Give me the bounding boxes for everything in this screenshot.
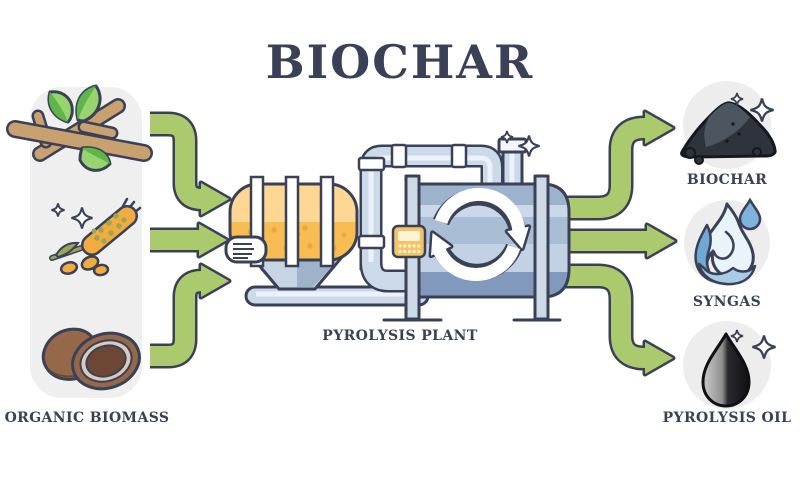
wheat-spots: [91, 213, 127, 244]
feedstock-hopper: [224, 175, 359, 268]
leaf-icon: [75, 84, 102, 123]
leaf-icon: [78, 146, 112, 172]
syngas-flame-icon: [694, 197, 762, 286]
label-biochar: BIOCHAR: [687, 172, 767, 188]
page-title: BIOCHAR: [266, 35, 534, 89]
pipework: [357, 137, 528, 293]
hopper-strap: [319, 175, 335, 268]
label-syngas: SYNGAS: [693, 294, 761, 310]
arrow-coconut-to-plant: [150, 262, 232, 369]
recycle-arrows-icon: [428, 187, 532, 281]
arrow-wheat-to-plant: [150, 221, 230, 259]
pipe-couplings: [357, 143, 468, 250]
tank-strap-leg: [533, 174, 550, 321]
label-organic-biomass: ORGANIC BIOMASS: [5, 410, 170, 426]
arrow-plant-to-biochar: [560, 109, 676, 221]
pyrolysis-oil-drop-icon: [701, 332, 751, 408]
water-droplet-icon: [738, 197, 762, 231]
label-pyrolysis-oil: PYROLYSIS OIL: [663, 410, 792, 426]
leaf-icon: [47, 90, 74, 124]
wheat-grain-icon: [49, 197, 142, 277]
reactor-tank: [382, 174, 571, 322]
arrow-branch-to-plant: [150, 111, 232, 218]
control-keypad: [391, 224, 427, 259]
hopper-vent-motor: [224, 235, 268, 264]
arrow-plant-to-oil: [560, 263, 676, 377]
biochar-pile-icon: [680, 101, 777, 165]
branch-with-leaves-icon: [6, 84, 153, 172]
hopper-strap: [284, 175, 300, 268]
arrow-plant-to-syngas: [560, 222, 678, 260]
label-pyrolysis-plant: PYROLYSIS PLANT: [322, 328, 478, 344]
chimney-vent: [497, 137, 528, 189]
coconut-shells-icon: [41, 327, 141, 391]
